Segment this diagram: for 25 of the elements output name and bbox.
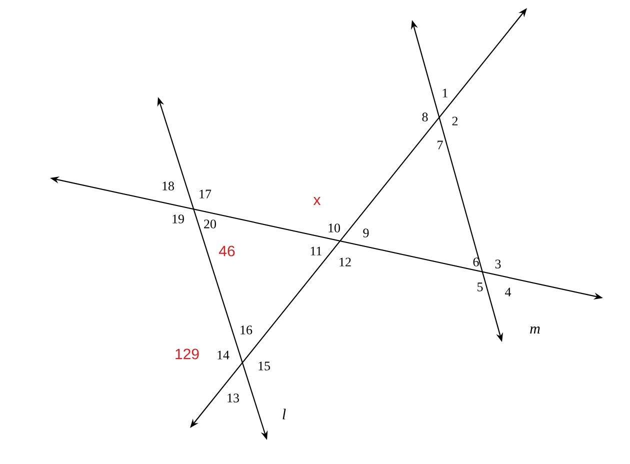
- angle-number: 16: [240, 326, 252, 334]
- angle-number: 17: [200, 190, 212, 198]
- angle-number: 1: [442, 88, 448, 98]
- line-name: m: [530, 326, 540, 334]
- angle-number: 11: [310, 246, 322, 256]
- angle-value: 46: [219, 246, 235, 256]
- angle-number: 20: [204, 220, 216, 228]
- angle-number: 5: [478, 282, 483, 292]
- angle-number: 2: [452, 116, 458, 126]
- angle-number: 7: [438, 140, 443, 150]
- angle-number: 15: [258, 362, 270, 370]
- angle-number: 6: [473, 258, 479, 266]
- angle-number: 4: [505, 288, 512, 296]
- angle-number: 19: [172, 214, 184, 224]
- angle-number: 10: [328, 224, 340, 232]
- angle-value: x: [313, 197, 321, 205]
- angle-number: 8: [422, 112, 428, 122]
- angle-number: 14: [218, 350, 230, 360]
- angle-number: 12: [340, 258, 351, 266]
- angle-value: 129: [176, 348, 199, 360]
- angle-number: 9: [363, 228, 369, 238]
- angle-number: 13: [228, 394, 239, 402]
- angle-number: 3: [495, 260, 501, 268]
- line-name: l: [282, 408, 286, 420]
- angle-number: 18: [162, 182, 174, 190]
